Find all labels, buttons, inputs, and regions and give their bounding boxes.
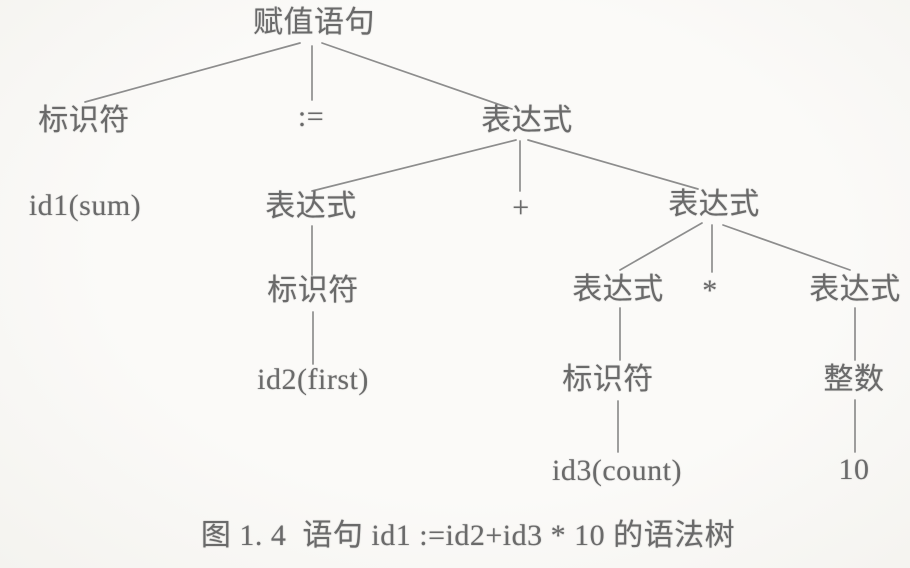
figure-caption: 图 1. 4 语句 id1 :=id2+id3 * 10 的语法树 <box>200 519 736 552</box>
tree-node-integer: 整数 <box>823 363 885 396</box>
tree-edge-expr-3-to-expr-5 <box>722 224 851 271</box>
tree-node-id1-leaf: id1(sum) <box>28 189 142 222</box>
tree-node-identifier-3: 标识符 <box>562 363 654 396</box>
tree-node-identifier-1: 标识符 <box>38 104 130 137</box>
tree-node-identifier-2: 标识符 <box>267 274 359 307</box>
tree-edge-root-to-identifier-1 <box>84 42 301 103</box>
tree-edge-root-to-expr-1 <box>321 42 513 110</box>
tree-node-expr-4: 表达式 <box>572 273 664 306</box>
tree-node-root: 赋值语句 <box>253 6 375 39</box>
tree-node-id2-leaf: id2(first) <box>257 363 369 396</box>
tree-node-times-op: * <box>702 274 718 307</box>
tree-edge-expr-1-to-expr-2 <box>311 139 517 192</box>
tree-node-id3-leaf: id3(count) <box>552 454 682 487</box>
tree-node-num-10: 10 <box>838 453 870 486</box>
tree-node-expr-2: 表达式 <box>265 190 357 223</box>
tree-edge-expr-1-to-expr-3 <box>527 139 699 190</box>
tree-edge-expr-3-to-expr-4 <box>619 222 703 271</box>
tree-node-expr-5: 表达式 <box>809 273 901 306</box>
tree-node-expr-3: 表达式 <box>668 188 760 221</box>
tree-node-assign-op: := <box>297 100 325 133</box>
tree-node-expr-1: 表达式 <box>481 104 573 137</box>
tree-node-plus-op: + <box>512 191 530 224</box>
